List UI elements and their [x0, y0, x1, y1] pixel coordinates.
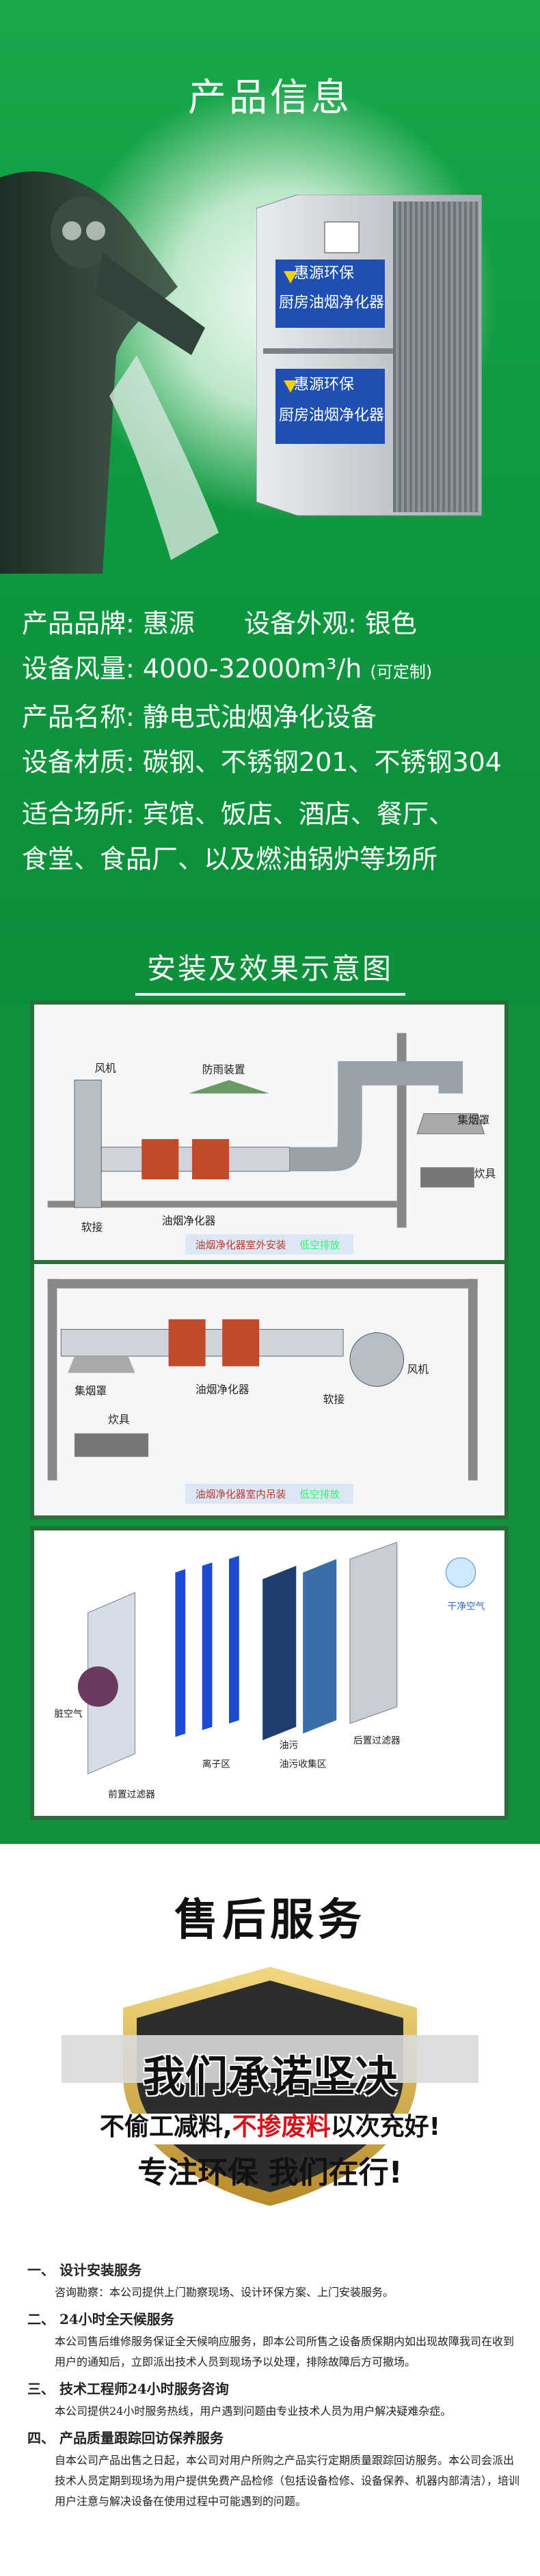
service-heading: 四、 产品质量跟踪回访保养服务 [27, 2430, 224, 2446]
label-oil-collector: 油污收集区 [280, 1759, 327, 1770]
label-purifier: 油烟净化器 [162, 1214, 216, 1227]
label-soft-joint: 软接 [81, 1221, 103, 1234]
label-dirty-air: 脏空气 [54, 1709, 83, 1720]
service-heading: 二、 24小时全天候服务 [27, 2311, 174, 2327]
label-fan: 风机 [94, 1062, 116, 1075]
install-diagram-title: 安装及效果示意图 [0, 946, 540, 996]
label-clean-air: 干净空气 [447, 1601, 485, 1612]
indoor-install-diagram: 集烟罩 油烟净化器 风机 软接 炊具 油烟净化器室内吊装 低空排放 [30, 1260, 509, 1520]
label-purifier: 油烟净化器 [195, 1383, 249, 1396]
caption-tag: 低空排放 [299, 1489, 340, 1500]
label-oil: 油污 [280, 1740, 299, 1751]
spec-places-line-2: 食堂、食品厂、以及燃油锅炉等场所 [22, 844, 438, 874]
hazmat-figure-illustration [0, 171, 219, 574]
service-heading: 一、 设计安装服务 [27, 2262, 141, 2278]
machine-badge-top: 惠源环保 [294, 265, 355, 282]
service-heading: 三、 技术工程师24小时服务咨询 [27, 2381, 229, 2397]
label-stove: 炊具 [108, 1413, 130, 1426]
caption-outdoor: 油烟净化器室外安装 [195, 1240, 286, 1251]
service-list: 一、 设计安装服务 咨询勘察：本公司提供上门勘察现场、设计环保方案、上门安装服务… [27, 2254, 519, 2512]
caption-tag: 低空排放 [299, 1240, 340, 1251]
outdoor-install-diagram: 风机 防雨装置 集烟罩 炊具 软接 油烟净化器 油烟净化器室外安装 低空排放 [30, 1000, 509, 1274]
section-title: 产品信息 [188, 76, 352, 120]
spec-airflow-line: 设备风量: 4000-32000m³/h (可定制) [22, 654, 433, 684]
spec-list: 产品品牌: 惠源 设备外观: 银色 设备风量: 4000-32000m³/h (… [22, 601, 528, 882]
spec-brand-line: 产品品牌: 惠源 设备外观: 银色 [22, 608, 417, 639]
spec-name-line: 产品名称: 静电式油烟净化设备 [22, 702, 377, 732]
promise-sub: 不偷工减料,不掺废料以次充好! [99, 2113, 441, 2141]
label-stove: 炊具 [474, 1167, 496, 1180]
promise-headline: 我们承诺坚决 [142, 2052, 397, 2101]
after-sales-title: 售后服务 [174, 1895, 366, 1946]
service-body: 本公司售后维修服务保证全天候响应服务，即本公司所售之设备质保期内如出现故障我司在… [55, 2335, 515, 2368]
label-soft-joint: 软接 [323, 1393, 345, 1406]
purification-process-diagram: 干净空气 脏空气 离子区 油污 油污收集区 后置过滤器 前置过滤器 [30, 1526, 509, 1820]
label-ion-zone: 离子区 [202, 1759, 231, 1770]
service-body: 本公司提供24小时服务热线，用户遇到问题由专业技术人员为用户解决疑难杂症。 [55, 2405, 452, 2418]
shield-icon [62, 1967, 478, 2206]
label-rain-guard: 防雨装置 [202, 1063, 245, 1076]
machine-label-top: 厨房油烟净化器 [279, 294, 385, 311]
spec-material-line: 设备材质: 碳钢、不锈钢201、不锈钢304 [22, 747, 502, 777]
machine-badge-bottom: 惠源环保 [294, 376, 355, 393]
caption-indoor: 油烟净化器室内吊装 [195, 1489, 286, 1500]
product-info-section: 产品信息 惠源环保 厨房油烟净化器 惠源 [0, 0, 540, 1004]
label-hood: 集烟罩 [457, 1113, 489, 1126]
spec-places-line: 适合场所: 宾馆、饭店、酒店、餐厅、 [22, 799, 455, 829]
label-rear-filter: 后置过滤器 [353, 1735, 401, 1746]
service-body: 自本公司产品出售之日起，本公司对用户所购之产品实行定期质量跟踪回访服务。本公司会… [55, 2454, 520, 2508]
after-sales-section: 售后服务 我们承诺坚决 不偷工减料,不掺废料以次充好! 专注环保 我们在行! 一… [0, 1844, 540, 2576]
label-fan: 风机 [407, 1362, 429, 1375]
oil-fume-purifier-illustration [256, 195, 482, 516]
machine-label-bottom: 厨房油烟净化器 [279, 407, 385, 424]
slogan: 专注环保 我们在行! [137, 2155, 403, 2190]
service-body: 咨询勘察：本公司提供上门勘察现场、设计环保方案、上门安装服务。 [55, 2286, 394, 2299]
label-hood: 集烟罩 [75, 1384, 107, 1397]
label-front-filter: 前置过滤器 [108, 1789, 155, 1800]
